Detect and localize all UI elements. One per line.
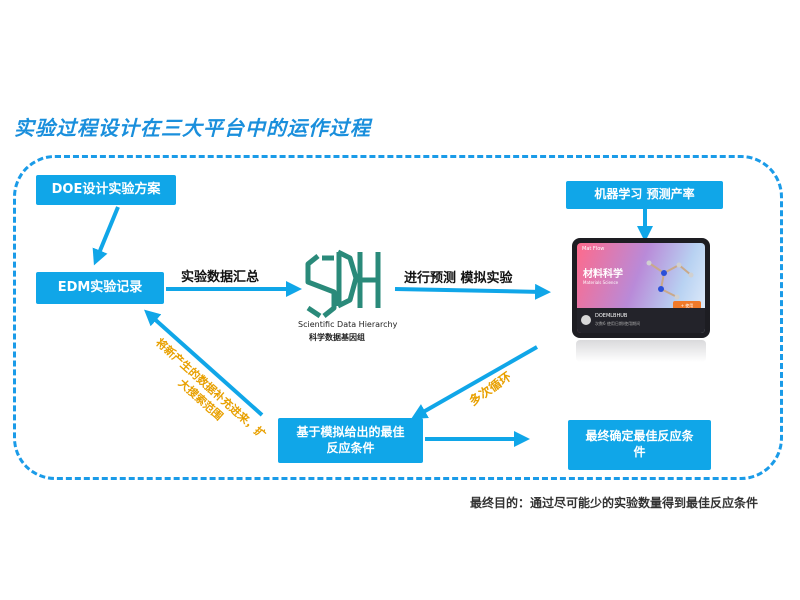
arrow-best-to-edm <box>144 309 264 417</box>
tablet-top-label: Mat Flow <box>582 246 605 252</box>
tablet-user-bar: DOEMLBHUB 次数6 使用日期/使用期间 <box>577 308 705 333</box>
doe-box: DOE设计实验方案 <box>36 175 176 205</box>
page-title: 实验过程设计在三大平台中的运作过程 <box>14 116 371 140</box>
tablet-app-subtitle: Materials Science <box>583 280 619 285</box>
arrow-doe-to-edm <box>92 206 120 266</box>
tablet-screen: Mat Flow 材料科学 Materials Science + 使用 DOE… <box>577 243 705 333</box>
tablet-user-sub: 次数6 使用日期/使用期间 <box>595 321 641 326</box>
arrow-logo-to-tablet <box>394 283 551 300</box>
molecule-icon <box>646 260 694 300</box>
ml-box: 机器学习 预测产率 <box>566 181 723 209</box>
tablet-device: Mat Flow 材料科学 Materials Science + 使用 DOE… <box>572 238 710 338</box>
logo-caption-en: Scientific Data Hierarchy <box>298 320 398 329</box>
tablet-reflection <box>576 340 706 362</box>
user-avatar <box>581 315 591 325</box>
footer-goal: 最终目的：通过尽可能少的实验数量得到最佳反应条件 <box>469 496 758 510</box>
workflow-frame <box>13 155 783 480</box>
arrow-tablet-to-best <box>411 345 538 419</box>
best-sim-box: 基于模拟给出的最佳反应条件 <box>278 418 423 463</box>
summary-label: 实验数据汇总 <box>181 270 260 285</box>
edm-box: EDM实验记录 <box>36 272 164 304</box>
predict-label: 进行预测 模拟实验 <box>404 271 513 286</box>
tablet-use-button[interactable]: + 使用 <box>673 301 701 311</box>
tablet-app-name: 材料科学 <box>583 269 623 280</box>
logo-caption-zh: 科学数据基因组 <box>309 333 365 342</box>
tablet-user-name: DOEMLBHUB <box>595 313 628 319</box>
final-box: 最终确定最佳反应条件 <box>568 420 711 470</box>
